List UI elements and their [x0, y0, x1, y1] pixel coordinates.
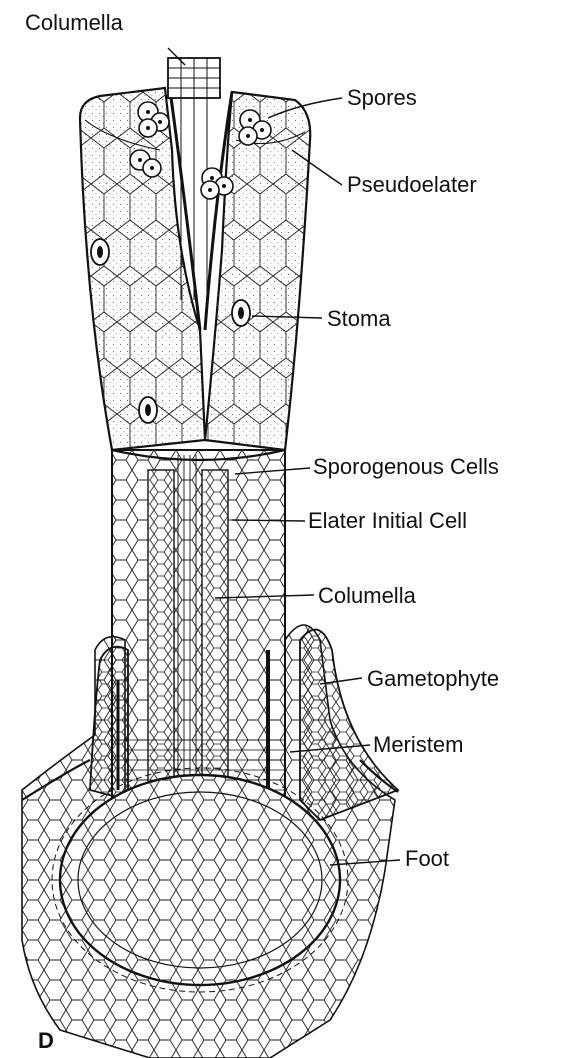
label-foot: Foot	[405, 846, 449, 871]
label-sporogenous-cells: Sporogenous Cells	[313, 454, 499, 479]
label-elater-initial-cell: Elater Initial Cell	[308, 508, 467, 533]
label-columella-mid: Columella	[318, 583, 417, 608]
label-spores: Spores	[347, 85, 417, 110]
capsule	[80, 88, 310, 460]
label-gametophyte: Gametophyte	[367, 666, 499, 691]
panel-letter: D	[38, 1028, 54, 1053]
sporophyte-stalk	[112, 450, 285, 810]
label-pseudoelater: Pseudoelater	[347, 172, 477, 197]
label-meristem: Meristem	[373, 732, 463, 757]
label-columella-top: Columella	[25, 10, 124, 35]
label-stoma: Stoma	[327, 306, 391, 331]
